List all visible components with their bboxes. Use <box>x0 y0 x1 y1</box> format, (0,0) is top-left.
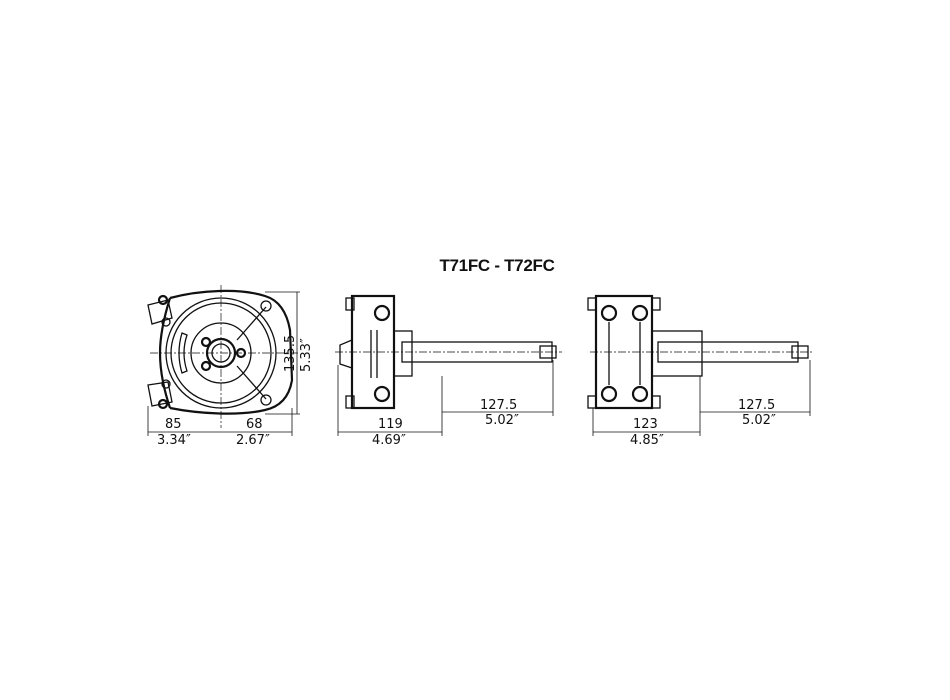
side-view-t72fc <box>587 294 812 436</box>
drawing-title: T71FC - T72FC <box>439 256 555 275</box>
t72-shaft-mm: 127.5 <box>738 398 775 413</box>
t72-body-mm: 123 <box>633 417 658 432</box>
front-right-in: 2.67″ <box>236 433 270 448</box>
t71-body-in: 4.69″ <box>372 433 406 448</box>
t72-body-in: 4.85″ <box>630 433 664 448</box>
front-height-mm: 135.5 <box>283 335 298 372</box>
t72-shaft-in: 5.02″ <box>742 413 776 428</box>
side-view-t71fc <box>335 294 562 436</box>
front-view <box>147 285 300 436</box>
t71-shaft-in: 5.02″ <box>485 413 519 428</box>
front-left-in: 3.34″ <box>157 433 191 448</box>
front-left-mm: 85 <box>165 417 182 432</box>
t71-shaft-mm: 127.5 <box>480 398 517 413</box>
front-right-mm: 68 <box>246 417 263 432</box>
t71-body-mm: 119 <box>378 417 403 432</box>
front-height-in: 5.33″ <box>299 338 314 372</box>
